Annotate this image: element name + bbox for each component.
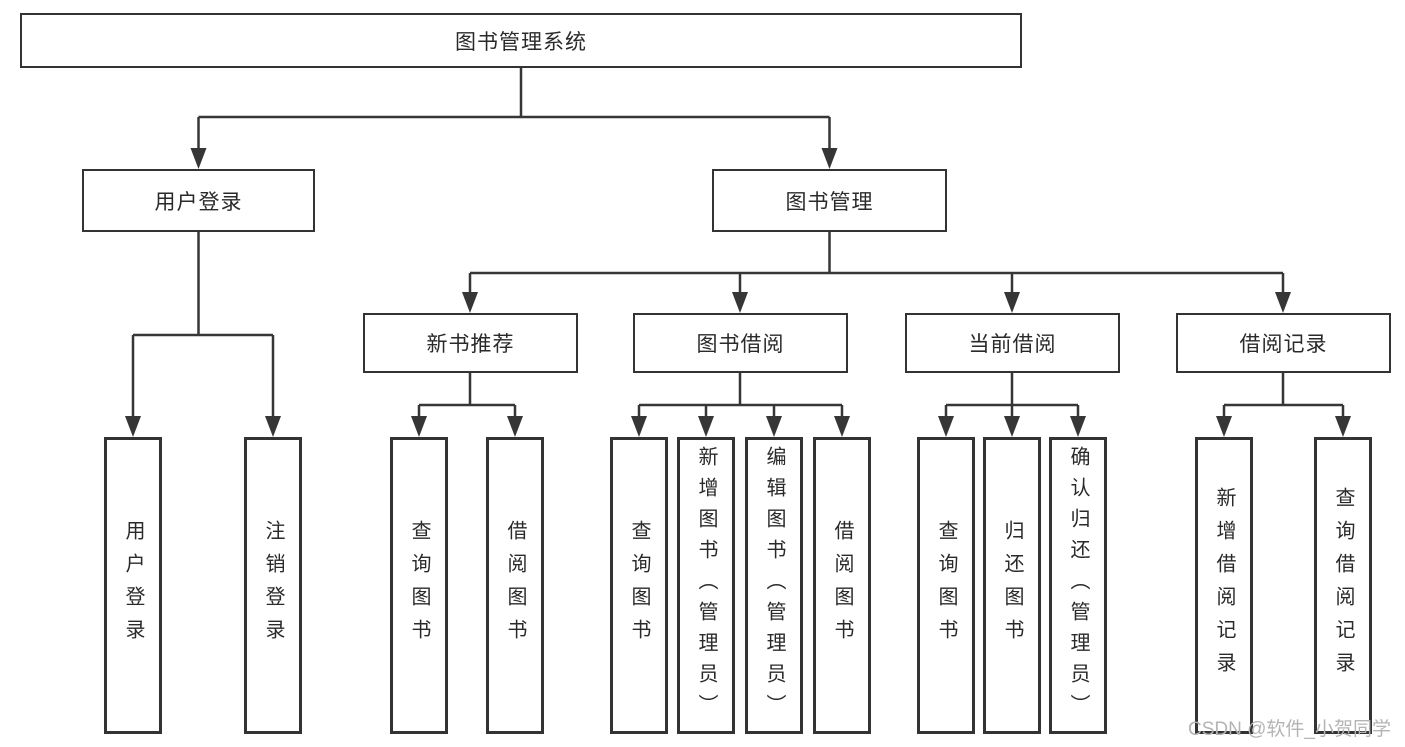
leaf-user-login: 用户登录 [104,437,162,734]
leaf-add-borrow-record: 新增借阅记录 [1195,437,1253,734]
leaf-borrow-books-borrowing: 借阅图书 [813,437,871,734]
arrowhead [732,292,748,313]
leaf-add-book-admin: 新增图书（管理员） [677,437,735,734]
leaf-return-book: 归还图书 [983,437,1041,734]
arrowhead [1004,292,1020,313]
leaf-add-book-admin-label: 新增图书（管理员） [695,446,717,725]
leaf-user-login-label: 用户登录 [122,519,144,652]
leaf-query-borrow-record-label: 查询借阅记录 [1332,486,1354,685]
arrowhead [265,416,281,437]
connector-borrowing-records-to-leaves [1216,373,1351,437]
arrowhead [631,416,647,437]
leaf-borrow-books-recommend-label: 借阅图书 [504,519,526,652]
arrowhead [766,416,782,437]
leaf-query-books-current-label: 查询图书 [935,519,957,652]
connector-book-borrowing-to-leaves [631,373,850,437]
arrowhead [1070,416,1086,437]
node-library-management-system-label: 图书管理系统 [455,30,587,54]
arrowhead [938,416,954,437]
leaf-confirm-return-admin: 确认归还（管理员） [1049,437,1107,734]
connector-new-book-recommendation-to-leaves [411,373,523,437]
leaf-add-borrow-record-label: 新增借阅记录 [1213,486,1235,685]
node-user-login: 用户登录 [82,169,315,232]
node-library-management-system: 图书管理系统 [20,13,1022,68]
connector-root-to-level2 [190,68,838,169]
leaf-borrow-books-borrowing-label: 借阅图书 [831,519,853,652]
leaf-query-books-current: 查询图书 [917,437,975,734]
node-book-management-label: 图书管理 [785,190,874,214]
leaf-query-borrow-record: 查询借阅记录 [1314,437,1372,734]
node-new-book-recommendation: 新书推荐 [363,313,578,373]
connector-current-borrowing-to-leaves [938,373,1086,437]
node-book-management: 图书管理 [712,169,947,232]
arrowhead [1216,416,1232,437]
node-book-borrowing: 图书借阅 [633,313,848,373]
arrowhead [125,416,141,437]
arrowhead [1004,416,1020,437]
arrowhead [190,148,207,169]
arrowhead [698,416,714,437]
connector-user-login-to-leaves [125,232,281,437]
watermark-text: CSDN @软件_小贺同学 [1188,719,1391,740]
arrowhead [834,416,850,437]
node-new-book-recommendation-label: 新书推荐 [426,333,515,356]
node-book-borrowing-label: 图书借阅 [696,333,785,356]
connector-book-management-to-level3 [462,232,1291,313]
node-current-borrowing-label: 当前借阅 [968,333,1057,356]
leaf-query-books-recommend: 查询图书 [390,437,448,734]
leaf-logout-label: 注销登录 [262,519,284,652]
node-user-login-label: 用户登录 [154,190,243,214]
leaf-query-books-borrowing-label: 查询图书 [628,519,650,652]
arrowhead [507,416,523,437]
node-current-borrowing: 当前借阅 [905,313,1120,373]
leaf-return-book-label: 归还图书 [1001,519,1023,652]
arrowhead [462,292,478,313]
leaf-logout: 注销登录 [244,437,302,734]
leaf-edit-book-admin: 编辑图书（管理员） [745,437,803,734]
arrowhead [411,416,427,437]
arrowhead [1275,292,1291,313]
leaf-query-books-recommend-label: 查询图书 [408,519,430,652]
leaf-confirm-return-admin-label: 确认归还（管理员） [1067,446,1089,725]
arrowhead [821,148,838,169]
leaf-borrow-books-recommend: 借阅图书 [486,437,544,734]
arrowhead [1335,416,1351,437]
leaf-query-books-borrowing: 查询图书 [610,437,668,734]
node-borrowing-records: 借阅记录 [1176,313,1391,373]
leaf-edit-book-admin-label: 编辑图书（管理员） [763,446,785,725]
node-borrowing-records-label: 借阅记录 [1239,333,1328,356]
